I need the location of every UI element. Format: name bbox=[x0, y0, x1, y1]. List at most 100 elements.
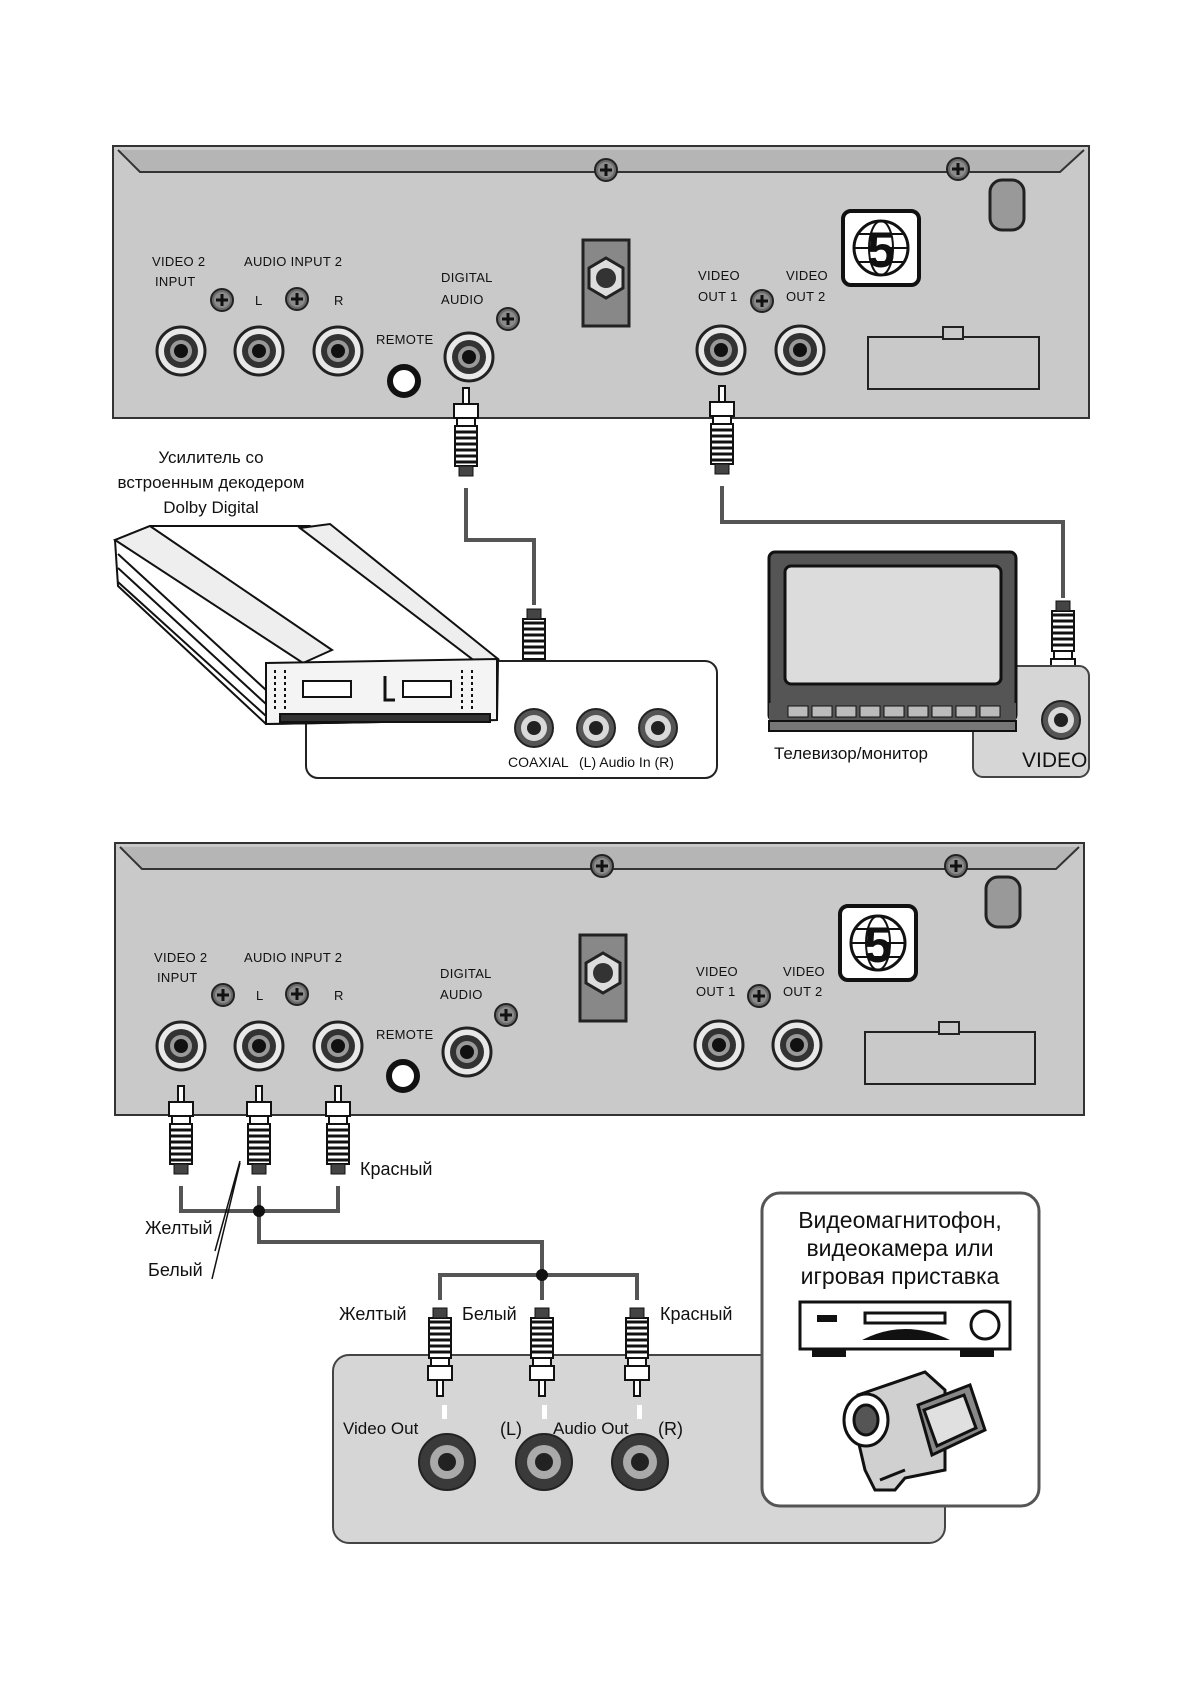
audio-r-label: (R) bbox=[658, 1419, 683, 1439]
yellow-label: Желтый bbox=[339, 1304, 407, 1324]
video-out1-label: VIDEO bbox=[696, 964, 738, 979]
video-out2-label: VIDEO bbox=[783, 964, 825, 979]
video-out1-label-2: OUT 1 bbox=[696, 984, 736, 999]
tv-monitor-icon bbox=[767, 550, 1090, 778]
audio-in-r-jack bbox=[638, 708, 678, 748]
svg-text:Видеомагнитофон,: Видеомагнитофон, bbox=[798, 1207, 1002, 1233]
video-out1-jack bbox=[693, 1019, 745, 1071]
digital-audio-jack bbox=[443, 331, 495, 383]
antenna-connector bbox=[581, 238, 631, 328]
audio-input2-label: AUDIO INPUT 2 bbox=[244, 950, 342, 965]
cable-junction bbox=[253, 1205, 265, 1217]
region-5-globe-icon: 5 bbox=[841, 209, 921, 287]
svg-text:встроенным декодером: встроенным декодером bbox=[118, 473, 305, 492]
video2-input-jack bbox=[155, 1020, 207, 1072]
region-number: 5 bbox=[867, 222, 895, 278]
amplifier-label: Усилитель со встроенным декодером Dolby … bbox=[118, 448, 305, 517]
remote-label: REMOTE bbox=[376, 1027, 433, 1042]
digital-audio-label: DIGITAL bbox=[441, 270, 493, 285]
audio-l-label: (L) bbox=[500, 1419, 522, 1439]
channel-l-label: L bbox=[256, 988, 264, 1003]
screw-icon bbox=[943, 853, 969, 879]
coaxial-input-jack bbox=[514, 708, 554, 748]
video-out-label: Video Out bbox=[343, 1419, 419, 1438]
marker bbox=[542, 1405, 547, 1419]
cables-top bbox=[464, 486, 1065, 605]
yellow-label: Желтый bbox=[145, 1218, 213, 1238]
screw-icon bbox=[495, 306, 521, 332]
tv-video-input-jack bbox=[1041, 700, 1081, 740]
device-video-out-jack bbox=[418, 1433, 476, 1491]
tv-video-label: VIDEO bbox=[1022, 749, 1087, 772]
digital-audio-label-2: AUDIO bbox=[441, 292, 484, 307]
antenna-connector bbox=[578, 933, 628, 1023]
audio-r-jack bbox=[312, 1020, 364, 1072]
channel-r-label: R bbox=[334, 988, 344, 1003]
screw-icon bbox=[209, 287, 235, 313]
audio-out-label: Audio Out bbox=[553, 1419, 629, 1438]
channel-r-label: R bbox=[334, 293, 344, 308]
screw-icon bbox=[589, 853, 615, 879]
video2-label-2: INPUT bbox=[157, 970, 198, 985]
leader-lines bbox=[211, 1160, 241, 1280]
svg-text:Усилитель со: Усилитель со bbox=[158, 448, 263, 467]
screw-icon bbox=[945, 156, 971, 182]
screw-icon bbox=[284, 981, 310, 1007]
video-out2-jack bbox=[771, 1019, 823, 1071]
screw-icon bbox=[284, 286, 310, 312]
cable-junction bbox=[536, 1269, 548, 1281]
player-rear-panel-top: 5 VIDEO 2 INPUT AUDIO INPUT 2 L R REMOTE… bbox=[112, 145, 1090, 419]
white-label: Белый bbox=[462, 1304, 517, 1324]
camcorder-icon bbox=[842, 1370, 987, 1492]
audio-input2-label: AUDIO INPUT 2 bbox=[244, 254, 342, 269]
screw-icon bbox=[593, 157, 619, 183]
tv-label: Телевизор/монитор bbox=[774, 744, 928, 763]
video2-label: VIDEO 2 bbox=[152, 254, 205, 269]
device-audio-l-jack bbox=[515, 1433, 573, 1491]
video-out1-label-2: OUT 1 bbox=[698, 289, 738, 304]
fuse-cover bbox=[984, 875, 1022, 929]
remote-label: REMOTE bbox=[376, 332, 433, 347]
remote-jack bbox=[387, 364, 421, 398]
red-label: Красный bbox=[660, 1304, 732, 1324]
video2-input-jack bbox=[155, 325, 207, 377]
white-label: Белый bbox=[148, 1260, 203, 1280]
amplifier-icon bbox=[112, 522, 718, 779]
region-number: 5 bbox=[864, 917, 892, 973]
video-out2-jack bbox=[774, 324, 826, 376]
digital-audio-jack bbox=[441, 1026, 493, 1078]
channel-l-label: L bbox=[255, 293, 263, 308]
coaxial-label: COAXIAL bbox=[508, 754, 569, 770]
vcr-icon bbox=[798, 1300, 1012, 1357]
red-label: Красный bbox=[360, 1159, 432, 1179]
fuse-cover bbox=[988, 178, 1026, 232]
device-label: Видеомагнитофон, видеокамера или игровая… bbox=[798, 1207, 1002, 1289]
marker bbox=[442, 1405, 447, 1419]
svg-text:Dolby Digital: Dolby Digital bbox=[163, 498, 258, 517]
video-out2-label-2: OUT 2 bbox=[786, 289, 826, 304]
screw-icon bbox=[749, 288, 775, 314]
screw-icon bbox=[493, 1002, 519, 1028]
video-out2-label: VIDEO bbox=[786, 268, 828, 283]
cables-bottom bbox=[179, 1186, 639, 1300]
video-out1-jack bbox=[695, 324, 747, 376]
svg-text:видеокамера или: видеокамера или bbox=[806, 1235, 993, 1261]
device-audio-r-jack bbox=[611, 1433, 669, 1491]
power-connector bbox=[867, 326, 1040, 390]
video2-label: VIDEO 2 bbox=[154, 950, 207, 965]
svg-text:игровая приставка: игровая приставка bbox=[801, 1263, 1000, 1289]
digital-audio-label: DIGITAL bbox=[440, 966, 492, 981]
digital-audio-label-2: AUDIO bbox=[440, 987, 483, 1002]
video-out2-label-2: OUT 2 bbox=[783, 984, 823, 999]
remote-jack bbox=[386, 1059, 420, 1093]
audio-in-l-jack bbox=[576, 708, 616, 748]
player-rear-panel-bottom: 5 VIDEO 2 INPUT AUDIO INPUT 2 L R REMOTE… bbox=[114, 842, 1085, 1116]
screw-icon bbox=[210, 982, 236, 1008]
audio-r-jack bbox=[312, 325, 364, 377]
marker bbox=[637, 1405, 642, 1419]
video-out1-label: VIDEO bbox=[698, 268, 740, 283]
video2-label-2: INPUT bbox=[155, 274, 196, 289]
screw-icon bbox=[746, 983, 772, 1009]
power-connector bbox=[864, 1021, 1036, 1085]
